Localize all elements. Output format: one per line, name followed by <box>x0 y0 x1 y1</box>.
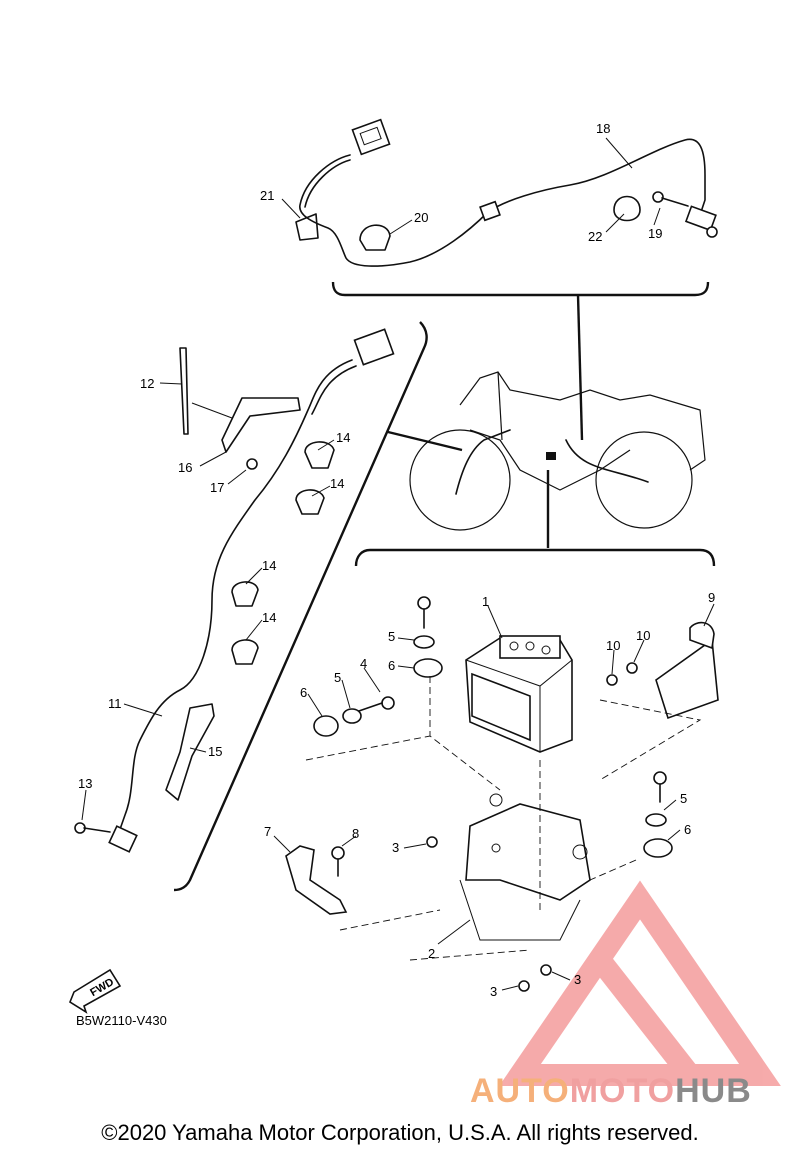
callout-11: 11 <box>108 696 122 711</box>
callout-labels: 18 21 20 22 19 12 14 16 14 17 14 14 11 1… <box>78 121 715 999</box>
callout-18: 18 <box>596 121 610 136</box>
callout-4: 4 <box>360 656 367 671</box>
fwd-arrow-icon: FWD <box>69 968 122 1014</box>
callout-15: 15 <box>208 744 222 759</box>
callout-10a: 10 <box>606 638 620 653</box>
watermark-part-moto: MOTO <box>569 1072 676 1110</box>
watermark-logo <box>499 880 781 1086</box>
callout-9: 9 <box>708 590 715 605</box>
callout-21: 21 <box>260 188 274 203</box>
callout-14b: 14 <box>330 476 344 491</box>
callout-8: 8 <box>352 826 359 841</box>
callout-2: 2 <box>428 946 435 961</box>
callout-1: 1 <box>482 594 489 609</box>
callout-7: 7 <box>264 824 271 839</box>
callout-17: 17 <box>210 480 224 495</box>
callout-20: 20 <box>414 210 428 225</box>
watermark-part-auto: AUTO <box>470 1072 570 1110</box>
callout-6a: 6 <box>388 658 395 673</box>
callout-5b: 5 <box>334 670 341 685</box>
watermark-part-hub: HUB <box>675 1072 752 1110</box>
callout-6c: 6 <box>684 822 691 837</box>
abs-unit-group <box>273 596 719 992</box>
copyright-notice: ©2020 Yamaha Motor Corporation, U.S.A. A… <box>101 1120 699 1145</box>
callout-3b: 3 <box>490 984 497 999</box>
left-harness-group <box>74 321 428 892</box>
callout-3a: 3 <box>392 840 399 855</box>
motorcycle-silhouette <box>354 371 716 567</box>
callout-5a: 5 <box>388 629 395 644</box>
callout-22: 22 <box>588 229 602 244</box>
watermark-text: AUTOMOTOHUB <box>470 1072 752 1111</box>
callout-14d: 14 <box>262 610 276 625</box>
callout-16: 16 <box>178 460 192 475</box>
callout-19: 19 <box>648 226 662 241</box>
callout-5c: 5 <box>680 791 687 806</box>
callout-3c: 3 <box>574 972 581 987</box>
callout-13: 13 <box>78 776 92 791</box>
callout-14a: 14 <box>336 430 350 445</box>
callout-14c: 14 <box>262 558 276 573</box>
callout-10b: 10 <box>636 628 650 643</box>
callout-12: 12 <box>140 376 154 391</box>
diagram-code: B5W2110-V430 <box>76 1013 167 1028</box>
callout-6b: 6 <box>300 685 307 700</box>
top-harness-group <box>281 118 718 441</box>
